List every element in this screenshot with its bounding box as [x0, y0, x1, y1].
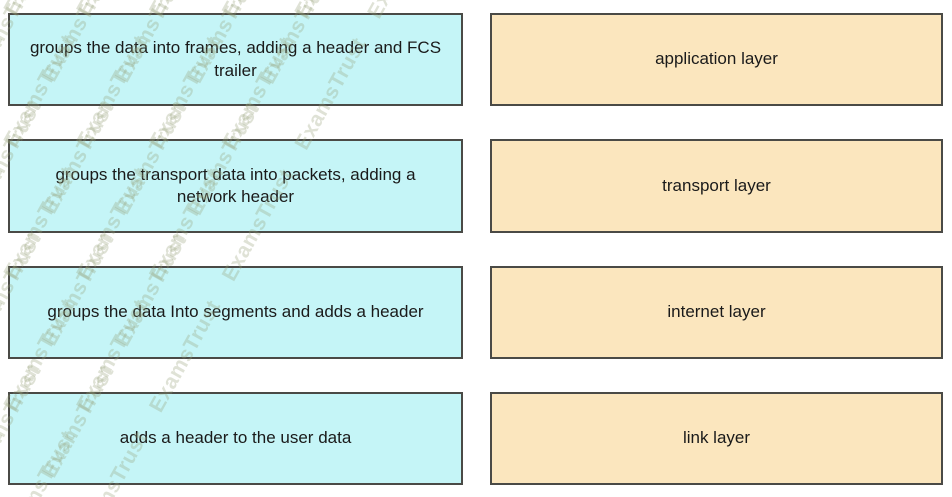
description-box-3-label: groups the data Into segments and adds a…: [47, 302, 424, 322]
layer-box-3[interactable]: internet layer: [490, 266, 943, 359]
description-box-3[interactable]: groups the data Into segments and adds a…: [8, 266, 463, 359]
layer-box-2-label: transport layer: [662, 175, 771, 195]
layer-box-1-label: application layer: [655, 49, 778, 69]
description-box-2-label: groups the transport data into packets, …: [55, 164, 416, 206]
layer-box-1[interactable]: application layer: [490, 13, 943, 106]
layer-box-2[interactable]: transport layer: [490, 139, 943, 233]
layer-box-4-label: link layer: [682, 428, 751, 448]
description-box-1[interactable]: groups the data into frames, adding a he…: [8, 13, 463, 106]
layer-box-3-label: internet layer: [667, 302, 766, 322]
description-box-1-label: groups the data into frames, adding a he…: [29, 38, 442, 80]
description-box-4-label: adds a header to the user data: [119, 428, 352, 448]
description-box-2[interactable]: groups the transport data into packets, …: [8, 139, 463, 233]
layer-box-4[interactable]: link layer: [490, 392, 943, 485]
description-box-4[interactable]: adds a header to the user data: [8, 392, 463, 485]
